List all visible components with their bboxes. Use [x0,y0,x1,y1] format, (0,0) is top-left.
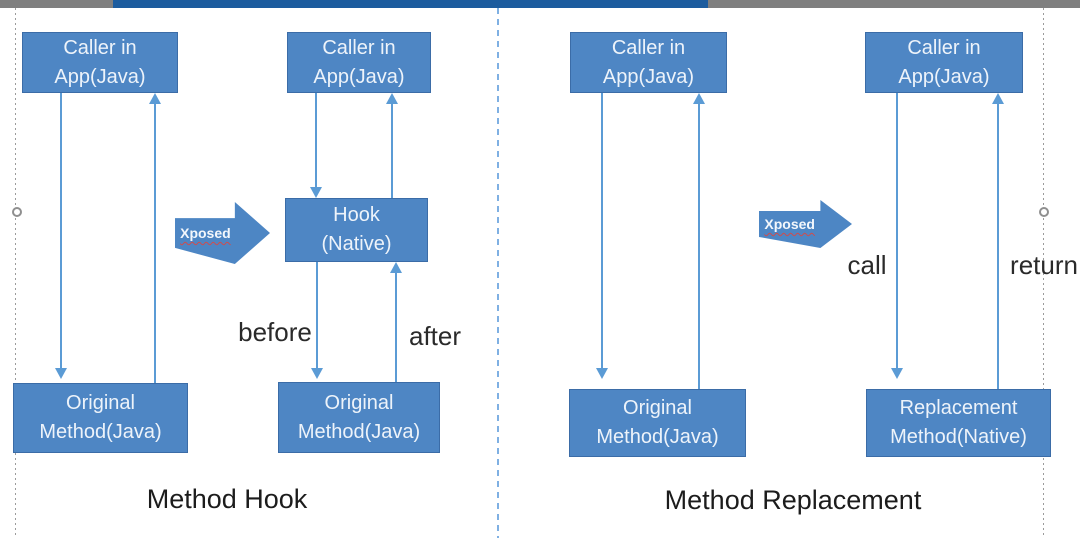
method-hook-caption[interactable]: Method Hook [146,484,308,514]
connector-line [316,262,318,369]
xposed-arrow[interactable]: Xposed [759,200,852,248]
xposed-arrow-label: Xposed [764,216,815,232]
arrowhead-up-icon [693,93,705,104]
arrowhead-up-icon [149,93,161,104]
arrowhead-down-icon [311,368,323,379]
placeholder-border-left [15,8,16,538]
call-label[interactable]: call [847,250,887,280]
arrowhead-down-icon [310,187,322,198]
connector-line [391,104,393,198]
caller-in-app-box[interactable]: Caller in App(Java) [22,32,178,93]
resize-handle-left[interactable] [12,207,22,217]
xposed-arrow[interactable]: Xposed [175,202,270,264]
connector-line [997,104,999,389]
arrowhead-up-icon [390,262,402,273]
after-label[interactable]: after [408,321,462,351]
original-method-box[interactable]: Original Method(Java) [569,389,746,457]
return-label[interactable]: return [1010,250,1078,280]
caller-in-app-box[interactable]: Caller in App(Java) [570,32,727,93]
original-method-box[interactable]: Original Method(Java) [278,382,440,453]
connector-line [154,104,156,383]
caller-in-app-box[interactable]: Caller in App(Java) [865,32,1023,93]
replacement-method-box[interactable]: Replacement Method(Native) [866,389,1051,457]
arrowhead-up-icon [386,93,398,104]
connector-line [60,93,62,369]
connector-line [896,93,898,369]
xposed-arrow-label: Xposed [180,225,231,241]
original-method-box[interactable]: Original Method(Java) [13,383,188,453]
method-replacement-caption[interactable]: Method Replacement [664,485,922,515]
hook-native-box[interactable]: Hook (Native) [285,198,428,262]
before-label[interactable]: before [238,317,312,347]
connector-line [315,93,317,188]
connector-line [601,93,603,369]
connector-line [698,104,700,389]
resize-handle-right[interactable] [1039,207,1049,217]
top-bar-blue [113,0,708,8]
placeholder-border-right [1043,8,1044,538]
arrowhead-down-icon [596,368,608,379]
arrowhead-down-icon [55,368,67,379]
connector-line [395,273,397,382]
arrowhead-down-icon [891,368,903,379]
arrowhead-up-icon [992,93,1004,104]
center-divider-dashed-line [497,8,499,538]
caller-in-app-box[interactable]: Caller in App(Java) [287,32,431,93]
